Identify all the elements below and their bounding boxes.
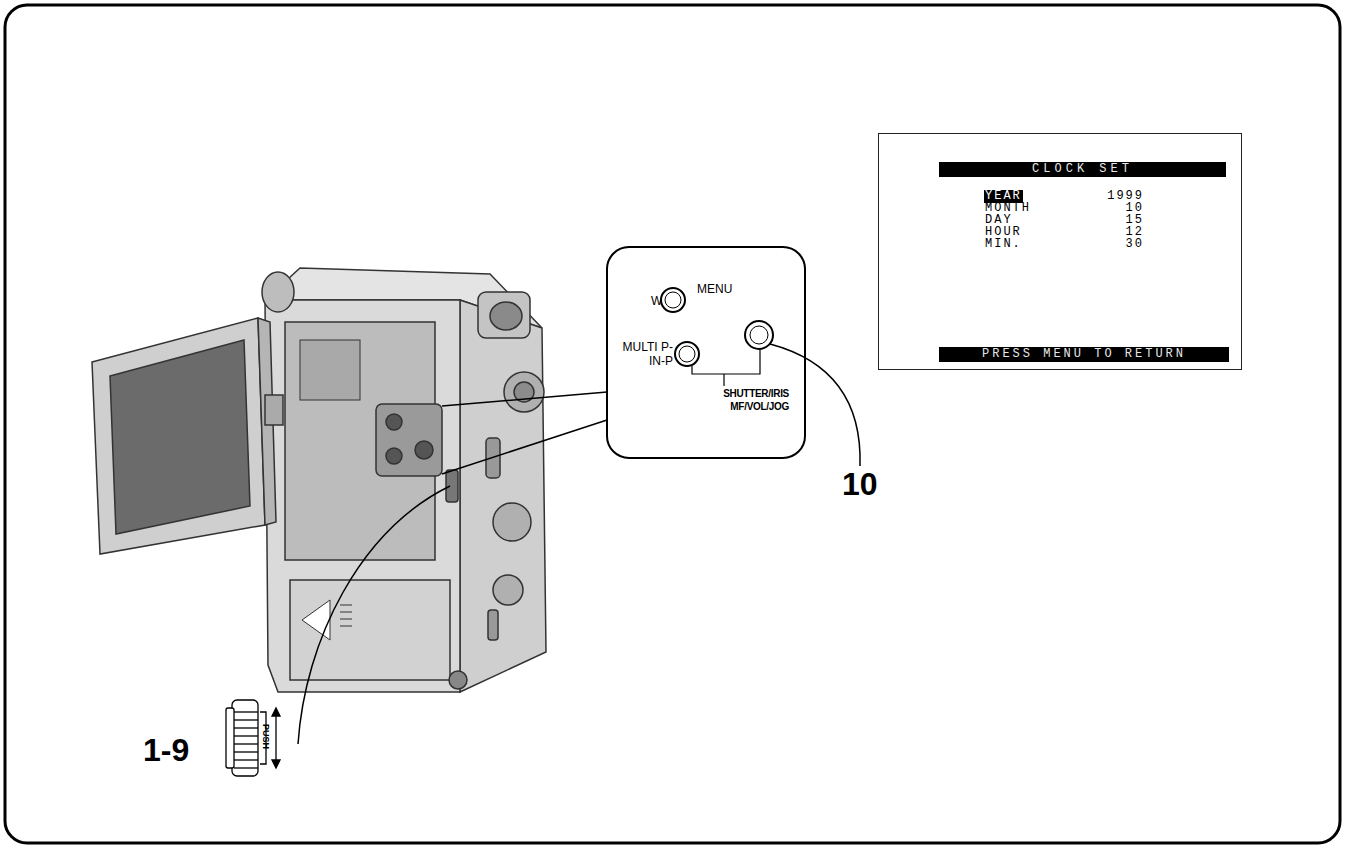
- button-label: MULTI P-IN-P: [611, 340, 673, 368]
- callout-number: 1-9: [143, 732, 189, 769]
- button-label: SHUTTER/IRIS MF/VOL/JOG: [703, 387, 789, 413]
- camcorder: [92, 268, 546, 692]
- menu-footer: PRESS MENU TO RETURN: [939, 347, 1229, 362]
- button: [750, 326, 768, 344]
- menu-screen: CLOCK SET PRESS MENU TO RETURN: [878, 133, 1242, 370]
- zoom-line: [442, 420, 607, 474]
- bracket: [723, 374, 724, 386]
- frame: [5, 5, 1340, 843]
- menu-title: CLOCK SET: [939, 162, 1226, 177]
- inset-frame: [607, 247, 805, 458]
- menu-value: 30: [1062, 238, 1144, 251]
- button-label: MENU: [697, 282, 732, 296]
- jog-dial: [226, 700, 280, 776]
- button: [675, 342, 699, 366]
- leader-line: [298, 486, 450, 744]
- button: [665, 292, 681, 308]
- callout-number: 10: [842, 466, 878, 503]
- button-inset: W.BMENUMULTI P-IN-PSHUTTER/IRIS MF/VOL/J…: [607, 247, 805, 458]
- button: [745, 321, 773, 349]
- menu-item: MIN.: [985, 238, 1022, 251]
- zoom-line: [442, 392, 607, 406]
- bracket: [692, 350, 760, 374]
- button: [679, 346, 695, 362]
- dial-label: PUSH: [261, 724, 271, 748]
- button: [661, 288, 685, 312]
